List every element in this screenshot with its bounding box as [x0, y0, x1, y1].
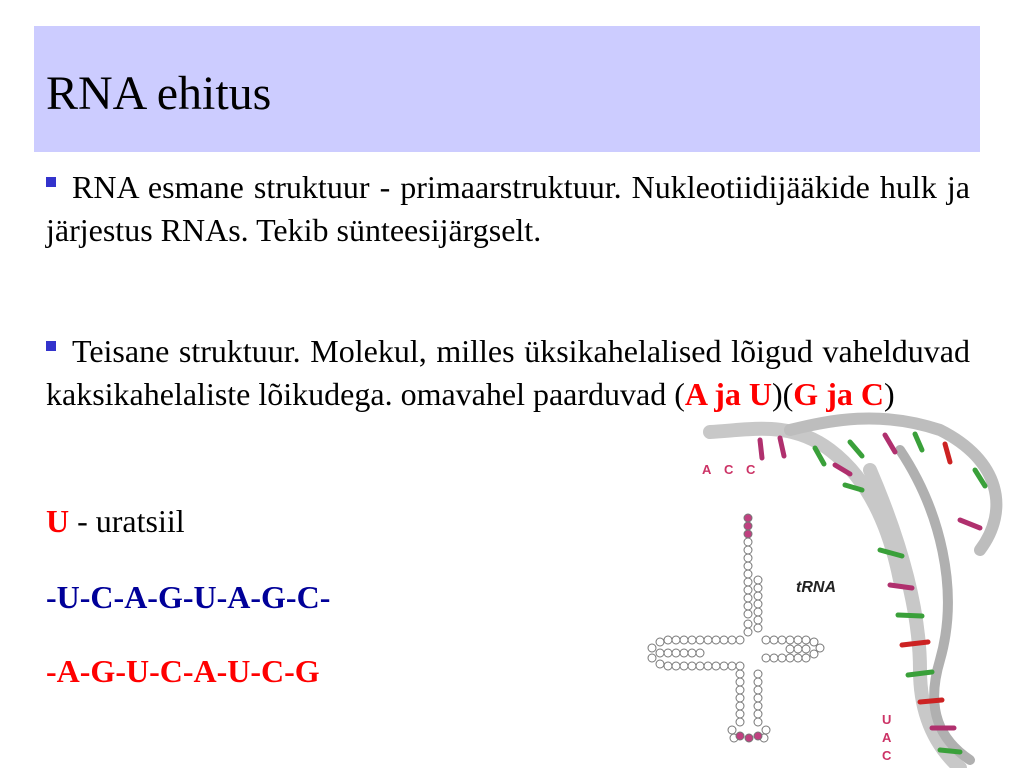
- trna-label: tRNA: [796, 579, 836, 596]
- bullet-text: Teisane struktuur. Molekul, milles üksik…: [46, 333, 970, 412]
- slide-title: RNA ehitus: [46, 67, 272, 120]
- sequence-1: -U-C-A-G-U-A-G-C-: [46, 579, 331, 615]
- anticodon-dots: [735, 731, 763, 743]
- pair-g-c: G ja C: [793, 376, 884, 412]
- pair-close: ): [883, 376, 895, 412]
- uracil-line: U - uratsiil: [46, 500, 185, 543]
- acceptor-end-dots: [743, 513, 753, 539]
- pair-a-u: A ja U: [684, 376, 772, 412]
- bullet-text: RNA esmane struktuur - primaarstruktuur.…: [46, 169, 970, 248]
- trna-illustration: A C C U A C tRNA: [647, 412, 1003, 768]
- acceptor-letter-c2: C: [746, 462, 756, 477]
- acceptor-letter-a: A: [702, 462, 712, 477]
- pair-separator: )(: [771, 376, 794, 412]
- uracil-text: - uratsiil: [69, 503, 185, 539]
- trna-3d-ribbon: [703, 412, 1003, 768]
- acceptor-letter-c1: C: [724, 462, 734, 477]
- sequence-2: -A-G-U-C-A-U-C-G: [46, 653, 320, 689]
- bullet-square-icon: [46, 340, 56, 351]
- title-bar: RNA ehitus: [34, 26, 980, 152]
- anticodon-letter-c: C: [882, 748, 892, 763]
- anticodon-letter-u: U: [882, 712, 891, 727]
- uracil-letter: U: [46, 503, 70, 539]
- bullet-square-icon: [46, 176, 56, 187]
- bullet-primary-structure: RNA esmane struktuur - primaarstruktuur.…: [46, 166, 970, 252]
- anticodon-letter-a: A: [882, 730, 892, 745]
- bullet-secondary-structure: Teisane struktuur. Molekul, milles üksik…: [46, 330, 970, 416]
- cloverleaf-diagram: [647, 537, 825, 743]
